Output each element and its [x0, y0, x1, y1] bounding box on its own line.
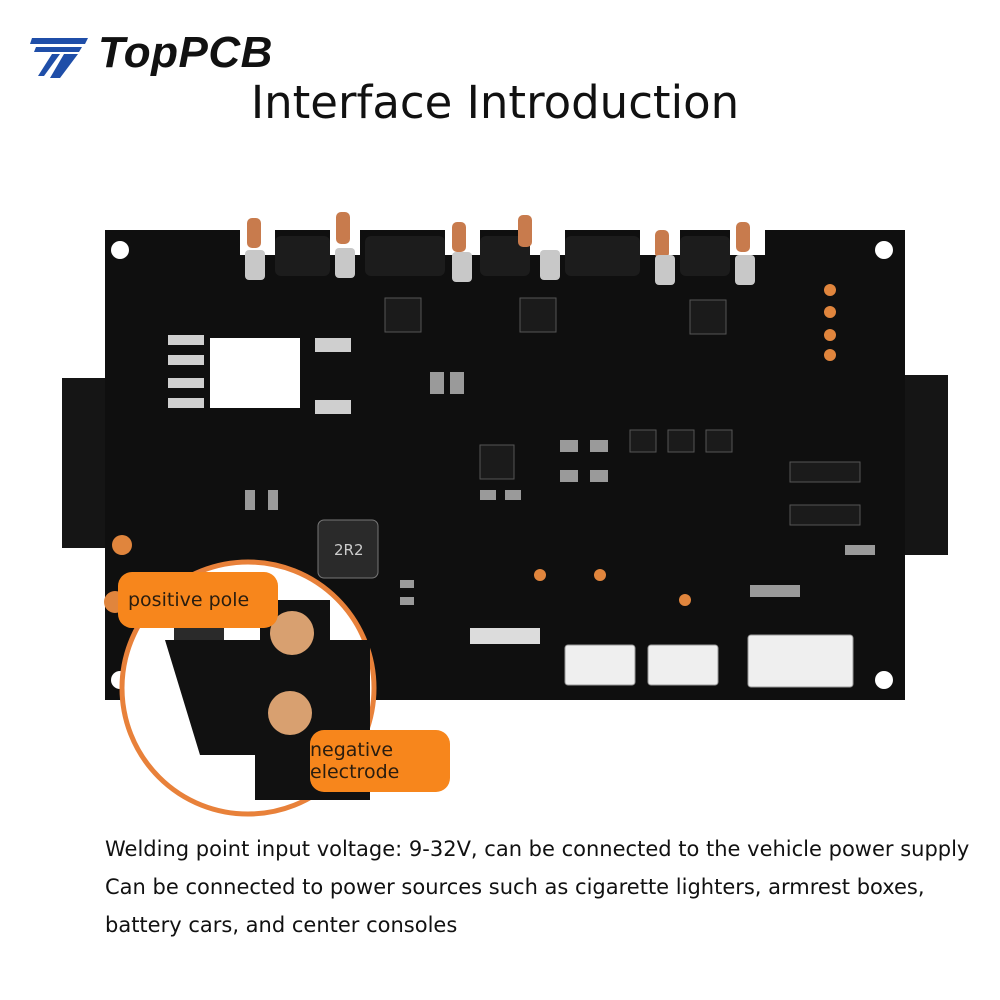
negative-electrode-label: negative electrode	[310, 739, 400, 783]
description: Welding point input voltage: 9-32V, can …	[105, 830, 975, 944]
page-title: Interface Introduction	[250, 76, 740, 129]
logo-text: TopPCB	[98, 28, 273, 77]
toppcb-logo	[30, 38, 88, 78]
description-line-3: battery cars, and center consoles	[105, 913, 458, 937]
pcb-board-photo: 2R2	[62, 212, 948, 817]
stripes-t-logo-icon	[30, 38, 88, 78]
svg-text:2R2: 2R2	[334, 541, 364, 559]
description-line-1: Welding point input voltage: 9-32V, can …	[105, 837, 970, 861]
description-line-2: Can be connected to power sources such a…	[105, 875, 925, 899]
positive-pole-callout: positive pole	[118, 572, 278, 628]
positive-pole-label: positive pole	[128, 589, 250, 611]
negative-electrode-callout: negative electrode	[310, 730, 450, 792]
